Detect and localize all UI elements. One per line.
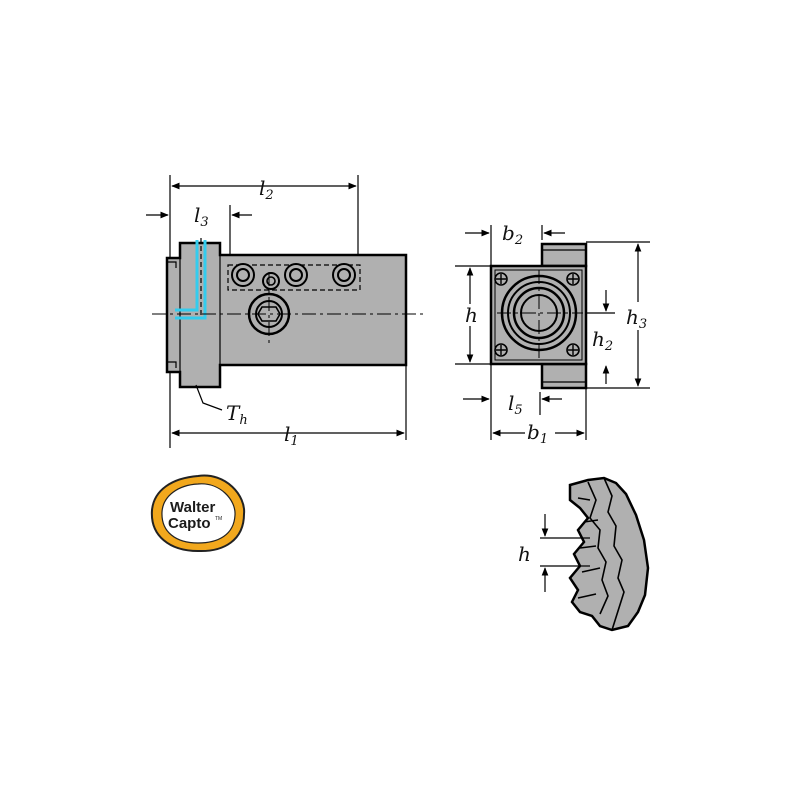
label-h3: h3 — [626, 305, 647, 332]
label-l5: l5 — [508, 391, 523, 418]
dim-b1: b1 — [492, 420, 585, 447]
logo-tm: TM — [215, 516, 222, 522]
front-view — [455, 225, 650, 440]
dim-l3: l3 — [146, 203, 252, 230]
label-h: h — [465, 303, 478, 327]
polygon-detail: h — [518, 476, 650, 632]
logo-line2: Capto — [168, 515, 211, 532]
dim-h: h — [462, 267, 480, 363]
label-h2: h2 — [592, 327, 613, 354]
walter-capto-logo: Walter Capto TM — [150, 474, 246, 553]
logo-line1: Walter — [170, 499, 215, 516]
coolant-channel — [175, 240, 207, 320]
screw-2 — [284, 263, 308, 287]
label-th: Th — [226, 401, 248, 428]
top-key — [540, 242, 588, 268]
dim-h2: h2 — [586, 290, 615, 384]
label-h-detail: h — [518, 542, 531, 566]
label-l1: l1 — [284, 422, 299, 449]
label-l2: l2 — [259, 176, 274, 203]
screw-3 — [332, 263, 356, 287]
side-view — [152, 175, 425, 448]
dim-l2: l2 — [171, 176, 357, 203]
bottom-key — [540, 362, 588, 390]
label-b1: b1 — [527, 420, 548, 447]
dim-h3: h3 — [626, 243, 660, 387]
dim-l5: l5 — [463, 391, 562, 418]
screw-1 — [231, 263, 255, 287]
screw-small — [262, 272, 280, 290]
label-l3: l3 — [194, 203, 209, 230]
dim-l1: l1 — [171, 422, 405, 449]
label-b2: b2 — [502, 221, 523, 248]
dim-b2: b2 — [465, 221, 565, 248]
